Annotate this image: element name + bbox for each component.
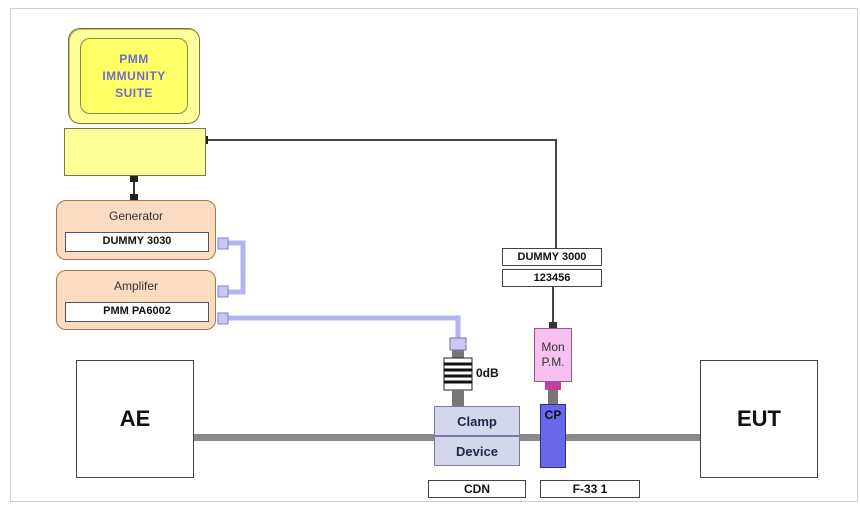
pm-bottom-connector xyxy=(545,382,561,390)
attenuator-bottom xyxy=(452,390,464,406)
amp-in-port xyxy=(217,285,229,298)
amplifier-model: PMM PA6002 xyxy=(65,302,209,322)
pm-bottom-neck xyxy=(548,390,558,404)
amplifier-box[interactable]: Amplifer PMM PA6002 xyxy=(56,270,216,330)
screen-line-1: PMM xyxy=(119,51,149,66)
attenuator-top xyxy=(449,337,467,351)
gpib-connector-bottom xyxy=(130,194,138,201)
power-meter-serial: 123456 xyxy=(502,269,602,287)
clamp-label: Clamp xyxy=(457,413,497,429)
device-label: Device xyxy=(456,443,498,459)
eut-label: EUT xyxy=(737,406,781,431)
rf-cable-amp-clamp xyxy=(228,315,461,340)
pm-data-cable xyxy=(206,139,557,248)
power-meter-probe[interactable]: Mon P.M. xyxy=(534,328,572,382)
screen-line-2: IMMUNITY xyxy=(102,68,166,83)
gen-rf-port xyxy=(217,237,229,250)
amp-out-port xyxy=(217,312,229,325)
clamp-top[interactable]: Clamp xyxy=(434,406,520,436)
ae-box[interactable]: AE xyxy=(76,360,194,478)
generator-box[interactable]: Generator DUMMY 3030 xyxy=(56,200,216,260)
pm-line-2: P.M. xyxy=(541,355,565,369)
pm-connector xyxy=(549,322,557,329)
generator-title: Generator xyxy=(108,209,164,223)
generator-model: DUMMY 3030 xyxy=(65,232,209,252)
ae-label: AE xyxy=(119,406,151,431)
attenuator-label: 0dB xyxy=(476,366,499,380)
screen-line-3: SUITE xyxy=(115,85,153,100)
cp-label: CP xyxy=(544,408,562,422)
f33-label: F-33 1 xyxy=(540,480,640,498)
coupling-probe[interactable]: CP xyxy=(540,404,566,468)
clamp-bottom[interactable]: Device xyxy=(434,436,520,466)
power-meter-model: DUMMY 3000 xyxy=(502,248,602,266)
attenuator-neck xyxy=(452,350,464,358)
eut-box[interactable]: EUT xyxy=(700,360,818,478)
rf-cable-gen-amp xyxy=(228,240,246,295)
amplifier-title: Amplifer xyxy=(113,279,158,293)
cdn-label: CDN xyxy=(428,480,526,498)
computer-base xyxy=(64,128,206,176)
monitor-screen: PMM IMMUNITY SUITE xyxy=(80,38,188,114)
gpib-connector-top xyxy=(130,176,138,182)
pm-line-1: Mon xyxy=(541,340,565,354)
